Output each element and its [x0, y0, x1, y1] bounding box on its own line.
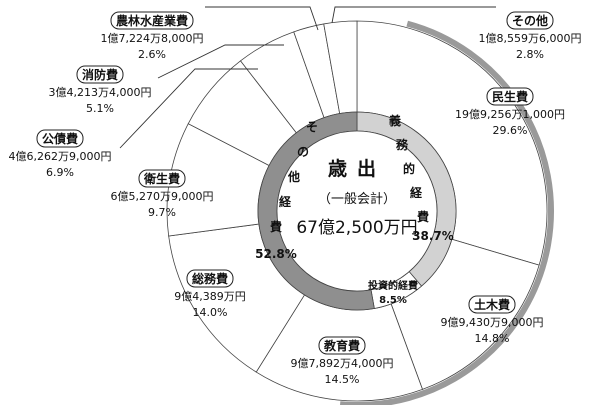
inner-label-char: 他: [287, 169, 300, 184]
ring-shadow: [340, 20, 554, 405]
leader-line-8: [205, 6, 319, 31]
slice-percent: 2.8%: [516, 48, 544, 61]
slice-name: 教育費: [323, 338, 360, 353]
slice-label-1: 民生費 19億9,256万1,000円 29.6%: [455, 87, 565, 137]
center-hole: [276, 130, 438, 292]
slice-label-4: 総務費 9億4,389万円 14.0%: [174, 269, 246, 319]
slice-label-6: 公債費 4億6,262万9,000円 6.9%: [9, 129, 112, 179]
leader-line-9: [331, 6, 496, 24]
inner-label-char: 経: [410, 185, 423, 200]
slice-name-badge: [486, 87, 534, 106]
slice-percent: 14.5%: [325, 373, 360, 386]
slice-amount: 1億7,224万8,000円: [101, 32, 204, 45]
slice-amount: 4億6,262万9,000円: [9, 150, 112, 163]
slice-percent: 14.8%: [475, 332, 510, 345]
slice-name-badge: [138, 169, 186, 188]
slice-label-5: 衛生費 6億5,270万9,000円 9.7%: [111, 169, 214, 219]
slice-amount: 3億4,213万4,000円: [49, 86, 152, 99]
inner-label-char: 費: [270, 219, 282, 234]
slice-label-7: 消防費 3億4,213万4,000円 5.1%: [49, 65, 152, 115]
slice-label-8: 農林水産業費 1億7,224万8,000円 2.6%: [101, 11, 204, 61]
slice-percent: 2.6%: [138, 48, 166, 61]
inner-label-char: 務: [396, 137, 409, 152]
slice-label-3: 教育費 9億7,892万4,000円 14.5%: [291, 336, 394, 386]
slice-amount: 6億5,270万9,000円: [111, 190, 214, 203]
inner-label-char: の: [297, 145, 309, 159]
slice-percent: 14.0%: [193, 306, 228, 319]
slice-name: 農林水産業費: [116, 13, 188, 28]
slice-percent: 29.6%: [493, 124, 528, 137]
slice-name-badge: [186, 269, 234, 288]
slice-name: 消防費: [82, 67, 118, 82]
slice-name: 土木費: [474, 297, 510, 312]
slice-name: 民生費: [492, 89, 528, 104]
slice-percent: 9.7%: [148, 206, 176, 219]
slice-amount: 9億9,430万9,000円: [441, 316, 544, 329]
inner-label-2: 投資的経費: [368, 279, 418, 292]
leader-line-6: [119, 68, 258, 149]
slice-label-9: その他 1億8,559万6,000円 2.8%: [479, 11, 582, 61]
slice-amount: 9億7,892万4,000円: [291, 357, 394, 370]
chart-subtitle: （一般会計）: [318, 191, 396, 207]
slice-percent: 5.1%: [86, 102, 114, 115]
slice-name: 総務費: [192, 271, 228, 286]
chart-total: 67億2,500万円: [296, 218, 417, 238]
slice-name: 衛生費: [143, 171, 180, 186]
slice-name-badge: [36, 129, 84, 148]
slice-amount: 9億4,389万円: [174, 290, 246, 303]
inner-label-char: 費: [417, 209, 429, 224]
slice-name-badge: [110, 11, 194, 30]
inner-label-char: そ: [306, 120, 318, 134]
slice-amount: 1億8,559万6,000円: [479, 32, 582, 45]
slice-name: 公債費: [42, 131, 78, 146]
slice-name-badge: [506, 11, 554, 30]
slice-amount: 19億9,256万1,000円: [455, 108, 565, 121]
leader-line-7: [157, 44, 284, 79]
slice-name-badge: [318, 336, 366, 355]
slice-name-badge: [468, 295, 516, 314]
inner-percent-2: 8.5%: [379, 295, 407, 306]
chart-title: 歳出: [328, 157, 386, 180]
slice-name: その他: [512, 13, 548, 28]
inner-label-char: 的: [403, 161, 415, 176]
inner-label-char: 経: [279, 194, 292, 209]
inner-percent-3: 52.8%: [255, 247, 297, 261]
slice-name-badge: [76, 65, 124, 84]
slice-label-2: 土木費 9億9,430万9,000円 14.8%: [441, 295, 544, 345]
inner-percent-1: 38.7%: [412, 229, 454, 243]
inner-label-char: 義: [389, 113, 401, 128]
slice-percent: 6.9%: [46, 166, 74, 179]
